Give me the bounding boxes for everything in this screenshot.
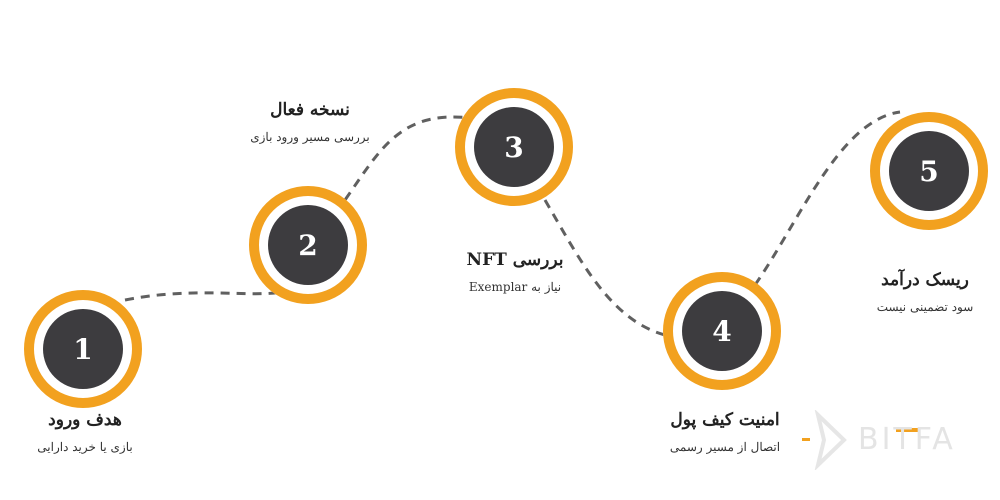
step-4-subtitle: اتصال از مسیر رسمی xyxy=(669,440,781,454)
step-1-label: هدف ورود بازی یا خرید دارایی xyxy=(20,410,150,454)
step-3-title: بررسی NFT xyxy=(466,250,564,270)
step-4-node: 4 xyxy=(663,272,781,390)
step-5-node: 5 xyxy=(870,112,988,230)
bitfa-logo-text: BITFA xyxy=(858,422,956,457)
step-5-number: 5 xyxy=(889,131,969,211)
step-2-number: 2 xyxy=(268,205,348,285)
step-2-subtitle: بررسی مسیر ورود بازی xyxy=(250,130,370,144)
step-2-title: نسخه فعال xyxy=(270,100,350,120)
step-1-subtitle: بازی یا خرید دارایی xyxy=(37,440,133,454)
bitfa-logo-mark-icon xyxy=(802,410,918,470)
step-1-title: هدف ورود xyxy=(48,410,122,430)
step-3-node: 3 xyxy=(455,88,573,206)
step-1-number: 1 xyxy=(43,309,123,389)
step-5-title: ریسک درآمد xyxy=(881,270,969,290)
step-4-label: امنیت کیف پول اتصال از مسیر رسمی xyxy=(660,410,790,454)
step-4-title: امنیت کیف پول xyxy=(670,410,780,430)
step-5-label: ریسک درآمد سود تضمینی نیست xyxy=(860,270,990,314)
bitfa-logo: BITFA xyxy=(800,410,980,470)
step-1-node: 1 xyxy=(24,290,142,408)
step-3-number: 3 xyxy=(474,107,554,187)
step-3-subtitle: نیاز به Exemplar xyxy=(468,280,562,294)
step-5-subtitle: سود تضمینی نیست xyxy=(876,300,974,314)
step-3-label: بررسی NFT نیاز به Exemplar xyxy=(450,250,580,294)
step-2-label: نسخه فعال بررسی مسیر ورود بازی xyxy=(240,100,380,144)
step-2-node: 2 xyxy=(249,186,367,304)
step-4-number: 4 xyxy=(682,291,762,371)
